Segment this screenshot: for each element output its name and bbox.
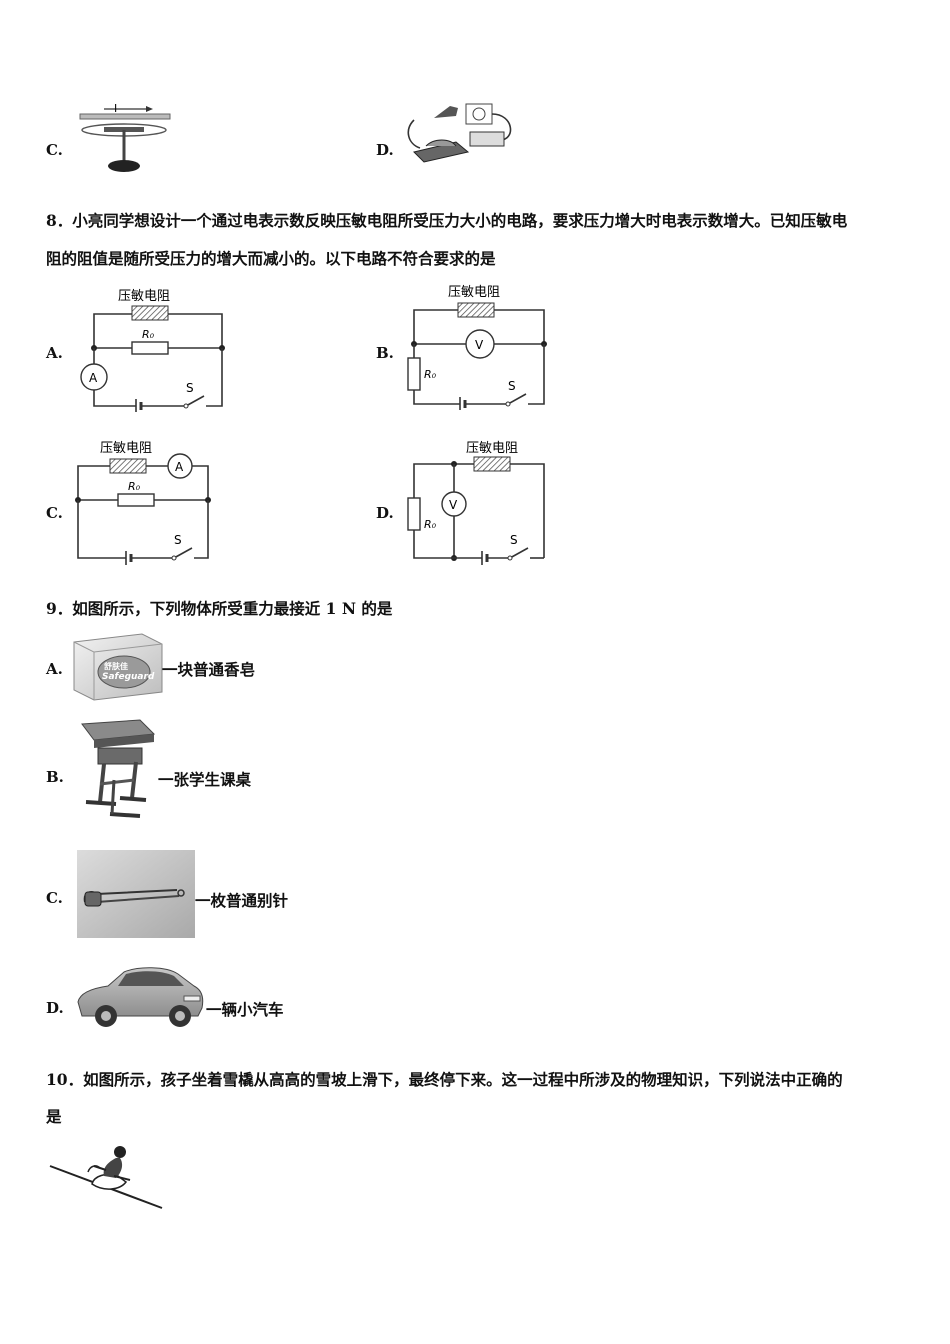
q7-option-d-figure (407, 103, 512, 163)
q9-option-c-caption: 一枚普通别针 (195, 891, 289, 910)
q9-option-c-label: C. (46, 889, 63, 907)
safety-pin-image (77, 850, 195, 938)
switch (507, 393, 527, 405)
resistor-r0 (407, 357, 421, 391)
resistor-r0-label: R₀ (128, 480, 141, 493)
switch (185, 395, 205, 407)
q10-stem-line1: 10．如图所示，孩子坐着雪橇从高高的雪坡上滑下，最终停下来。这一过程中所涉及的物… (46, 1070, 843, 1089)
soap-image: 舒肤佳 Safeguard (73, 633, 163, 701)
q9-stem: 9．如图所示，下列物体所受重力最接近 1 N 的是 (46, 599, 393, 618)
q8-circuit-d: 压敏电阻 V R₀ S (407, 441, 545, 565)
q9-option-d-label: D. (46, 999, 64, 1017)
voltmeter (465, 329, 495, 359)
q7-option-d-label: D. (376, 141, 394, 159)
voltmeter-label: V (449, 498, 458, 512)
switch-device (434, 106, 458, 118)
switch (173, 547, 193, 559)
resistor-r0-label: R₀ (424, 518, 437, 531)
q9-option-a-label: A. (46, 660, 63, 678)
switch-label: S (174, 533, 182, 547)
compass-needle (104, 127, 144, 132)
pressure-sensitive-resistor (109, 458, 147, 474)
q8-stem-line1: 8．小亮同学想设计一个通过电表示数反映压敏电阻所受压力大小的电路，要求压力增大时… (46, 211, 848, 230)
q8-circuit-b: 压敏电阻 V R₀ S (407, 285, 547, 410)
car-image (77, 967, 204, 1027)
ammeter-label: A (89, 371, 98, 385)
pressure-sensitive-resistor (457, 302, 495, 318)
galvanometer (465, 103, 493, 125)
q7-option-c-figure: I (79, 102, 171, 172)
q10-stem-line2: 是 (46, 1107, 62, 1126)
q8-option-d-label: D. (376, 504, 394, 522)
q8-option-a-label: A. (46, 344, 63, 362)
sensor-label: 压敏电阻 (448, 285, 500, 300)
compass-stand (108, 160, 140, 172)
soap-brand: Safeguard (102, 672, 155, 682)
voltmeter-label: V (475, 338, 484, 352)
pressure-sensitive-resistor (473, 456, 511, 472)
soap-brand-cn: 舒肤佳 (103, 661, 128, 671)
q8-option-c-label: C. (46, 504, 63, 522)
current-label: I (114, 102, 117, 115)
switch-label: S (510, 533, 518, 547)
q8-option-b-label: B. (376, 344, 394, 362)
q7-option-c-label: C. (46, 141, 63, 159)
q9-option-b-caption: 一张学生课桌 (158, 770, 252, 789)
resistor-r0 (131, 341, 169, 355)
sled-slope-figure (49, 1146, 163, 1209)
conductor-rail (469, 131, 505, 147)
q8-circuit-a: 压敏电阻 R₀ A S (80, 289, 225, 412)
resistor-r0 (407, 497, 421, 531)
switch-label: S (186, 381, 194, 395)
q8-stem-line2: 阻的阻值是随所受压力的增大而减小的。以下电路不符合要求的是 (46, 249, 496, 268)
ammeter-label: A (175, 460, 184, 474)
q8-circuit-c: 压敏电阻 A R₀ S (75, 441, 211, 565)
sensor-label: 压敏电阻 (100, 441, 152, 456)
switch-label: S (508, 379, 516, 393)
sensor-label: 压敏电阻 (466, 441, 518, 456)
pressure-sensitive-resistor (131, 305, 169, 321)
resistor-r0-label: R₀ (424, 368, 437, 381)
sensor-label: 压敏电阻 (118, 289, 170, 304)
switch (509, 547, 529, 559)
q9-option-a-caption: 一块普通香皂 (162, 660, 256, 679)
resistor-r0 (117, 493, 155, 507)
q9-option-b-label: B. (46, 768, 64, 786)
desk-image (81, 719, 156, 818)
q9-option-d-caption: 一辆小汽车 (206, 1000, 284, 1019)
current-wire (79, 113, 171, 120)
resistor-r0-label: R₀ (142, 328, 155, 341)
child-head (114, 1146, 126, 1158)
